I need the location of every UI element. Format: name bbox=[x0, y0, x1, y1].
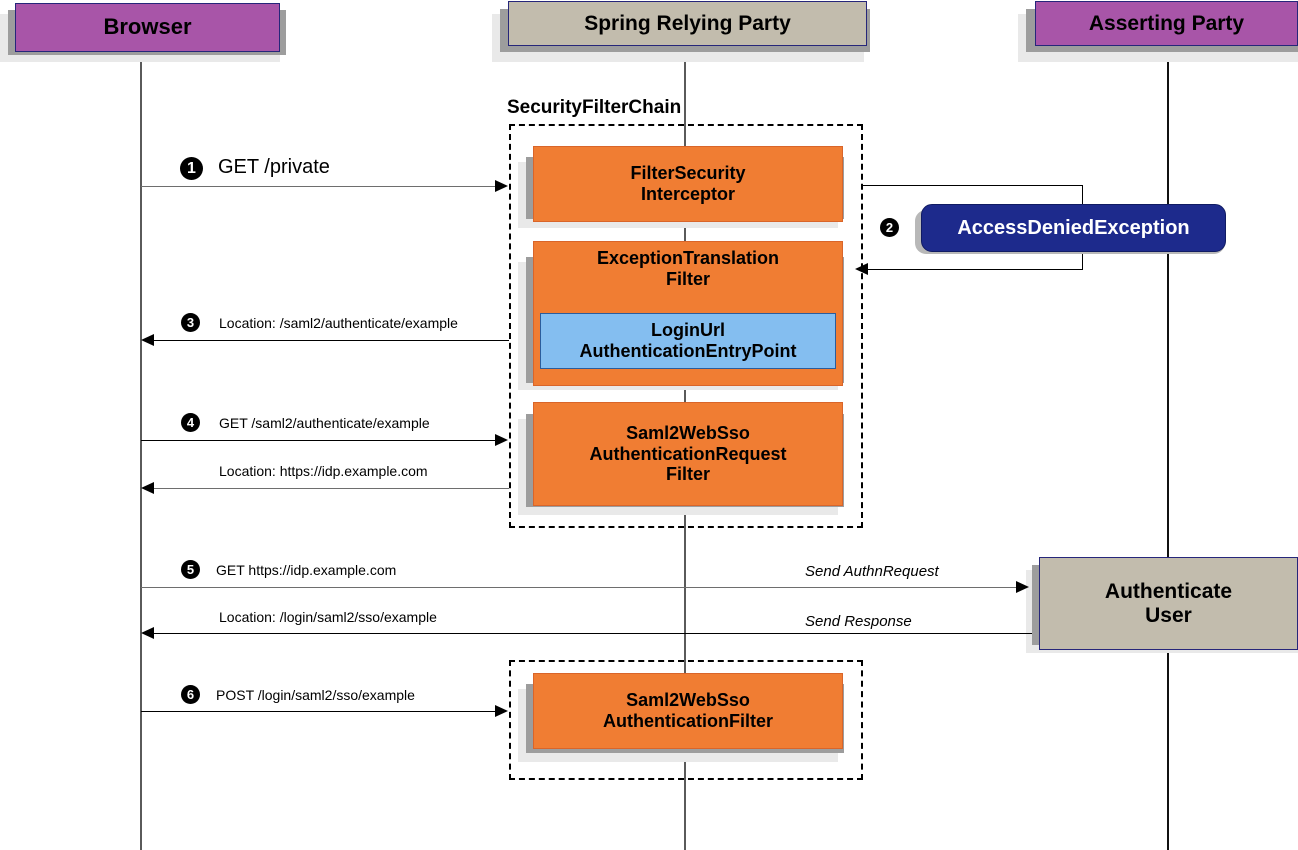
lifeline-asserting-party bbox=[1167, 46, 1169, 850]
actor-asserting-label: Asserting Party bbox=[1088, 11, 1245, 35]
access-denied-exception[interactable]: AccessDeniedException bbox=[921, 204, 1226, 252]
message-3-label: Location: /saml2/authenticate/example bbox=[219, 315, 458, 331]
exception-route-bottom-segment bbox=[863, 269, 1083, 270]
message-idp-location-line bbox=[152, 488, 509, 489]
saml2-request-filter-line1: Saml2WebSso bbox=[626, 422, 750, 443]
message-1-line bbox=[141, 186, 496, 187]
message-5-label: GET https://idp.example.com bbox=[216, 562, 397, 578]
message-idp-location-arrowhead bbox=[141, 482, 154, 494]
message-5-line bbox=[141, 587, 1016, 588]
message-sso-location-arrowhead bbox=[141, 627, 154, 639]
lifeline-browser bbox=[140, 52, 142, 850]
actor-spring-label: Spring Relying Party bbox=[584, 11, 791, 35]
saml2-websso-authentication-filter[interactable]: Saml2WebSso AuthenticationFilter bbox=[533, 673, 843, 749]
message-6-line bbox=[141, 711, 496, 712]
authenticate-user-line1: Authenticate bbox=[1104, 579, 1233, 603]
saml2-request-filter-line3: Filter bbox=[665, 464, 710, 485]
saml2-request-filter-line2: AuthenticationRequest bbox=[589, 443, 787, 464]
actor-browser-label: Browser bbox=[103, 14, 192, 40]
saml2-auth-filter-line2: AuthenticationFilter bbox=[603, 711, 773, 731]
filter-security-interceptor[interactable]: FilterSecurity Interceptor bbox=[533, 146, 843, 222]
exception-route-top-segment bbox=[863, 185, 1083, 186]
step-badge-4: 4 bbox=[181, 413, 200, 432]
actor-browser[interactable]: Browser bbox=[15, 3, 280, 52]
message-idp-location-label: Location: https://idp.example.com bbox=[219, 463, 428, 479]
send-response-label: Send Response bbox=[805, 613, 912, 630]
message-1-label: GET /private bbox=[218, 156, 330, 178]
step-badge-3: 3 bbox=[181, 313, 200, 332]
message-1-arrowhead bbox=[495, 180, 508, 192]
message-3-line bbox=[152, 340, 509, 341]
actor-spring-relying-party[interactable]: Spring Relying Party bbox=[508, 1, 867, 46]
access-denied-exception-label: AccessDeniedException bbox=[957, 216, 1190, 239]
message-6-arrowhead bbox=[495, 705, 508, 717]
login-url-entry-point-line1: LoginUrl bbox=[651, 320, 725, 341]
authenticate-user-line2: User bbox=[1145, 603, 1192, 627]
filter-security-interceptor-line1: FilterSecurity bbox=[630, 163, 746, 184]
security-filter-chain-container bbox=[509, 124, 863, 528]
step-badge-2: 2 bbox=[880, 218, 899, 237]
step-badge-5: 5 bbox=[181, 560, 200, 579]
actor-asserting-party[interactable]: Asserting Party bbox=[1035, 1, 1298, 46]
login-url-entry-point-line2: AuthenticationEntryPoint bbox=[579, 341, 797, 361]
step-badge-6: 6 bbox=[181, 685, 200, 704]
message-4-arrowhead bbox=[495, 434, 508, 446]
login-url-authentication-entry-point[interactable]: LoginUrl AuthenticationEntryPoint bbox=[540, 313, 836, 369]
message-sso-location-label: Location: /login/saml2/sso/example bbox=[219, 609, 437, 625]
filter-security-interceptor-line2: Interceptor bbox=[640, 184, 735, 204]
exception-translation-filter-line2: Filter bbox=[665, 268, 710, 289]
message-4-line bbox=[141, 440, 496, 441]
lower-filter-chain-container bbox=[509, 660, 863, 780]
security-filter-chain-label: SecurityFilterChain bbox=[507, 97, 682, 118]
saml2-websso-authentication-request-filter[interactable]: Saml2WebSso AuthenticationRequest Filter bbox=[533, 402, 843, 506]
message-6-label: POST /login/saml2/sso/example bbox=[216, 687, 415, 703]
message-3-arrowhead bbox=[141, 334, 154, 346]
saml2-auth-filter-line1: Saml2WebSso bbox=[626, 690, 750, 711]
send-authn-request-label: Send AuthnRequest bbox=[805, 563, 939, 580]
message-4-label: GET /saml2/authenticate/example bbox=[219, 415, 430, 431]
authenticate-user-activation[interactable]: Authenticate User bbox=[1039, 557, 1298, 650]
step-badge-1: 1 bbox=[180, 157, 203, 180]
exception-translation-filter-line1: ExceptionTranslation bbox=[596, 248, 780, 268]
message-5-arrowhead bbox=[1016, 581, 1029, 593]
message-sso-location-line bbox=[152, 633, 1037, 634]
